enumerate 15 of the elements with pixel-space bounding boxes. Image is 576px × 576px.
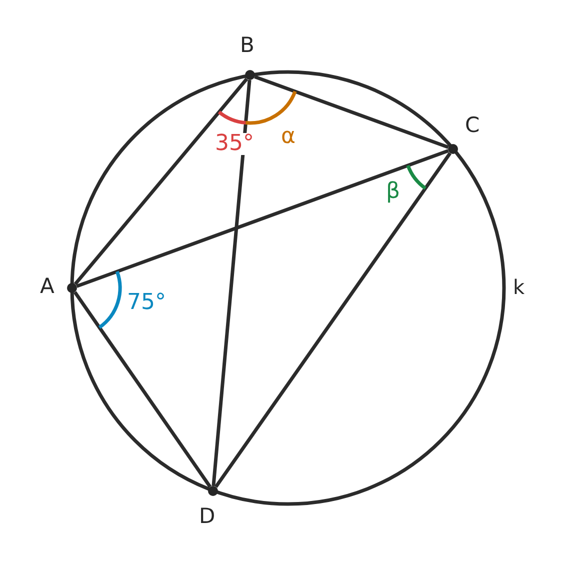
point-label: D [199,506,216,527]
point-label: A [40,276,54,297]
line-segment [76,149,449,288]
angle-label: 35° [215,133,254,155]
line-segment [73,291,212,488]
angle-label: 75° [127,292,166,314]
line-segment [214,152,452,488]
line-segment [254,75,449,149]
point-label: B [240,35,254,56]
line-segment [212,80,252,486]
point-label: C [465,115,480,136]
line-segment [74,78,248,286]
circle-label: k [513,277,525,297]
angle-label: α [281,126,296,148]
angle-label: β [386,181,400,203]
